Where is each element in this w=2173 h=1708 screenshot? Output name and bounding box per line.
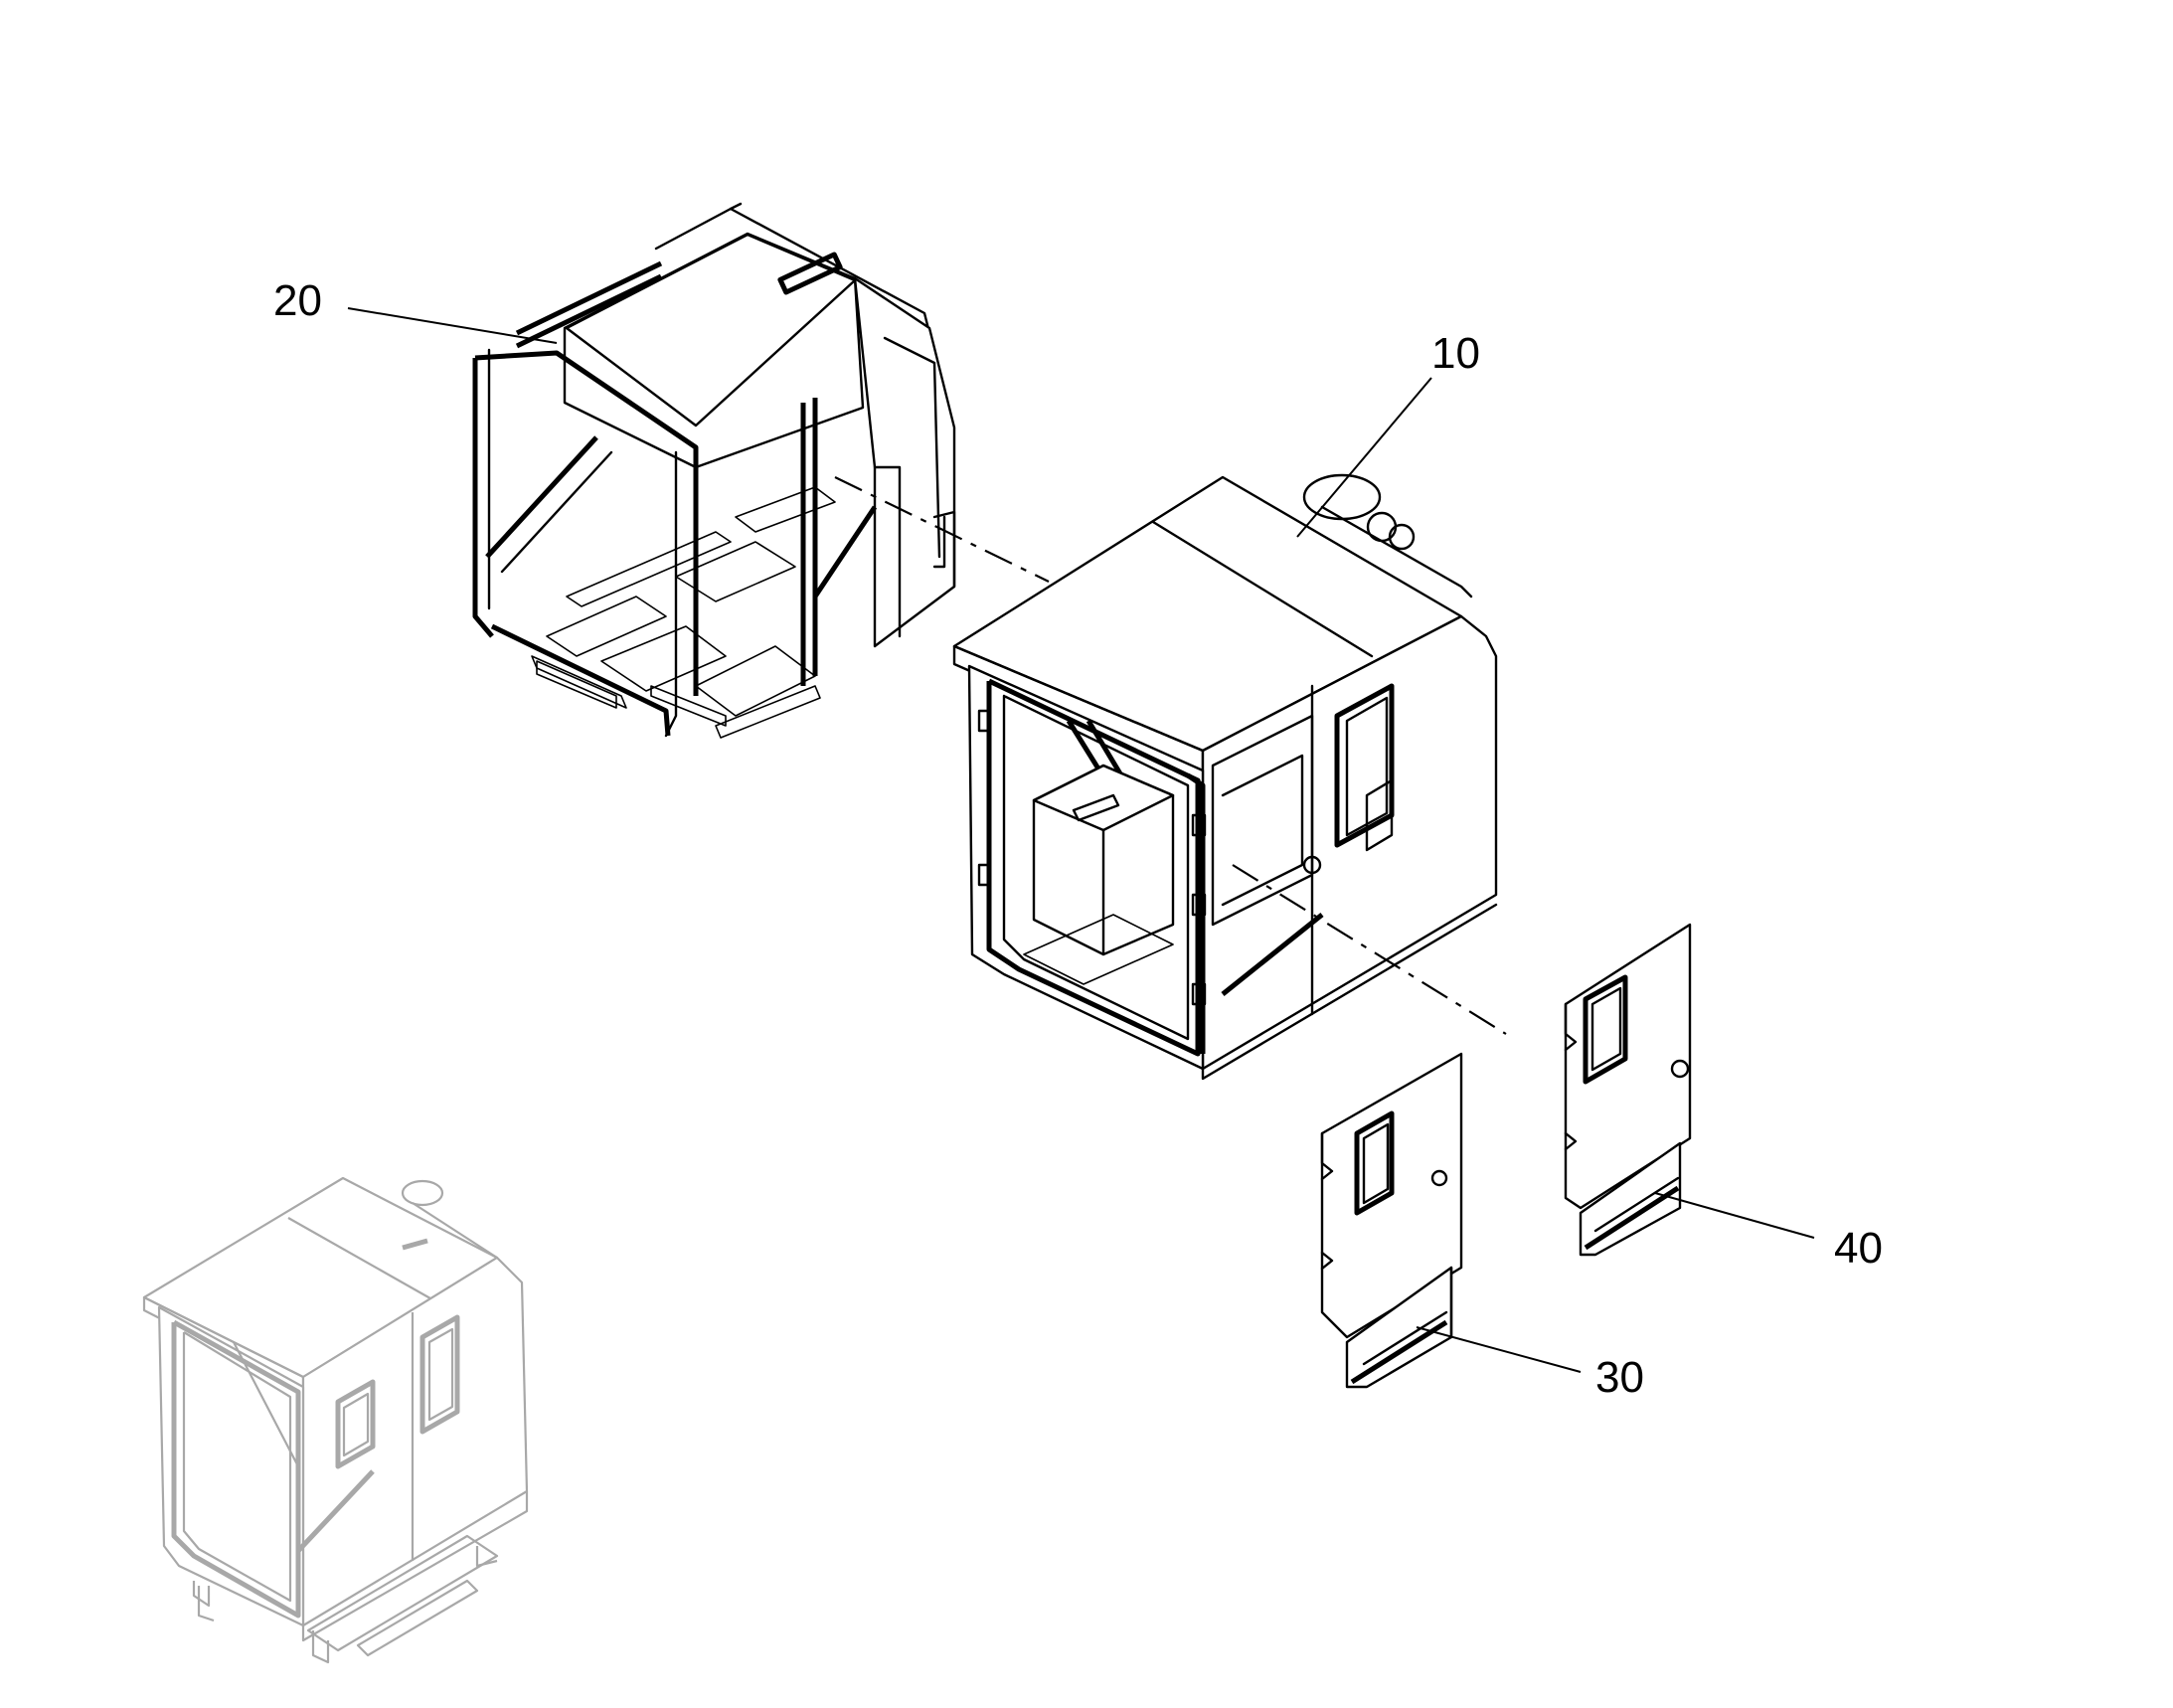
callout-20: 20: [273, 276, 322, 325]
leader-line-40: [1654, 1192, 1815, 1239]
part-40-side-panel[interactable]: [1564, 923, 1692, 1257]
callout-10: 10: [1431, 329, 1480, 378]
assembly-path-upper: [834, 476, 1050, 583]
part-30-side-panel[interactable]: [1320, 1052, 1463, 1389]
callout-40: 40: [1834, 1224, 1883, 1273]
assembly-path-lower: [1232, 864, 1507, 1035]
leader-line-10: [1296, 377, 1432, 538]
callout-30: 30: [1595, 1353, 1644, 1402]
leader-line-20: [347, 307, 558, 344]
part-20-cab-frame[interactable]: [472, 202, 956, 739]
leader-line-30: [1416, 1326, 1582, 1373]
reference-view-ghost-cab: [142, 1176, 529, 1664]
part-10-cab-assembly[interactable]: [952, 473, 1498, 1081]
